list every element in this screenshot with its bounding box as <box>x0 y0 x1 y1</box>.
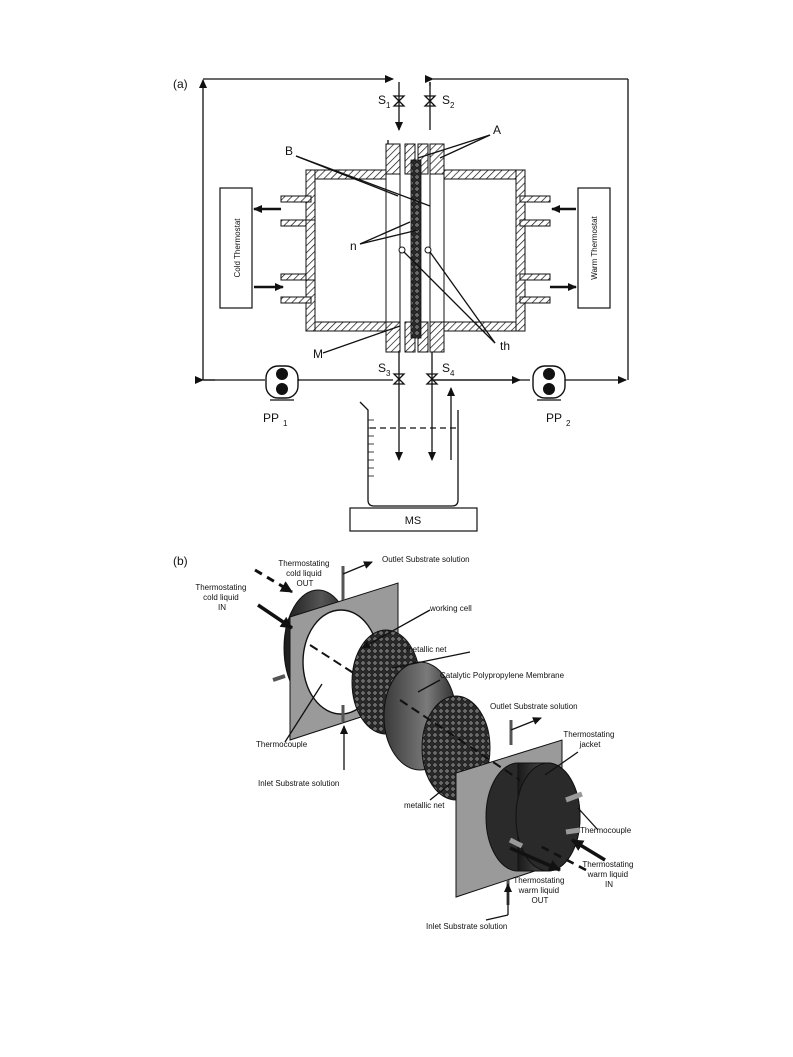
right-flow-arrows <box>399 699 606 915</box>
membrane-label: Catalytic Polypropylene Membrane <box>440 671 565 680</box>
pump-pp1: PP 1 <box>263 365 299 428</box>
outlet-mid-label: Outlet Substrate solution <box>490 702 578 711</box>
callout-a: A <box>493 123 501 137</box>
svg-text:2: 2 <box>566 419 571 428</box>
thermocouple-left-label: Thermocouple <box>256 740 308 749</box>
inlet-left-label: Inlet Substrate solution <box>258 779 339 788</box>
pump-pp2: PP 2 <box>532 365 571 428</box>
outlet-top-label: Outlet Substrate solution <box>382 555 470 564</box>
panel-a-label: (a) <box>173 77 188 91</box>
callout-n: n <box>350 239 357 253</box>
thermocouple-right-label: Thermocouple <box>580 826 632 835</box>
callout-b: B <box>285 144 293 158</box>
pump-pp2-label: PP <box>546 411 562 425</box>
working-cell-label: working cell <box>429 604 472 613</box>
valve-s4: S 4 <box>425 361 455 385</box>
jacket-label: Thermostating jacket <box>563 730 616 749</box>
panel-a: (a) S 1 <box>173 75 629 532</box>
panel-b-labels: Thermostating cold liquid OUT Thermostat… <box>195 555 635 931</box>
valve-s1-label: S <box>378 93 386 107</box>
cold-thermostat-label: Cold Thermostat <box>233 218 242 278</box>
valve-s2: S 2 <box>423 93 455 110</box>
svg-text:1: 1 <box>386 101 391 110</box>
panel-b-label: (b) <box>173 554 188 568</box>
valve-s3-label: S <box>378 361 386 375</box>
inlet-bottom-label: Inlet Substrate solution <box>426 922 507 931</box>
svg-text:1: 1 <box>283 419 288 428</box>
circulation-lines <box>195 75 629 384</box>
warm-out-label: Thermostating warm liquid OUT <box>513 876 566 905</box>
valve-s2-label: S <box>442 93 450 107</box>
callout-m: M <box>313 347 323 361</box>
cold-out-label: Thermostating cold liquid OUT <box>278 559 331 588</box>
panel-b-leaders <box>284 609 599 921</box>
metallic-net-top-label: metallic net <box>406 645 447 654</box>
beaker <box>359 387 459 507</box>
magnetic-stirrer: MS <box>349 507 478 532</box>
metallic-net-bottom-label: metallic net <box>404 801 445 810</box>
svg-text:4: 4 <box>450 369 455 378</box>
valve-s1: S 1 <box>378 93 406 110</box>
panel-b: (b) <box>173 554 635 931</box>
valve-s3: S 3 <box>378 361 406 385</box>
valve-s4-label: S <box>442 361 450 375</box>
center-flanges <box>385 143 445 353</box>
right-half-cell <box>439 169 551 332</box>
svg-text:2: 2 <box>450 101 455 110</box>
ms-label: MS <box>405 515 422 527</box>
warm-in-label: Thermostating warm liquid IN <box>582 860 635 889</box>
warm-thermostat: Warm Thermostat <box>550 187 611 309</box>
svg-text:3: 3 <box>386 369 391 378</box>
callout-leaders: A B n M th <box>285 123 510 361</box>
left-half-cell <box>280 169 389 332</box>
cold-thermostat: Cold Thermostat <box>219 187 284 309</box>
cold-in-label: Thermostating cold liquid IN <box>195 583 248 612</box>
warm-thermostat-label: Warm Thermostat <box>590 215 599 279</box>
pump-pp1-label: PP <box>263 411 279 425</box>
callout-th: th <box>500 339 510 353</box>
